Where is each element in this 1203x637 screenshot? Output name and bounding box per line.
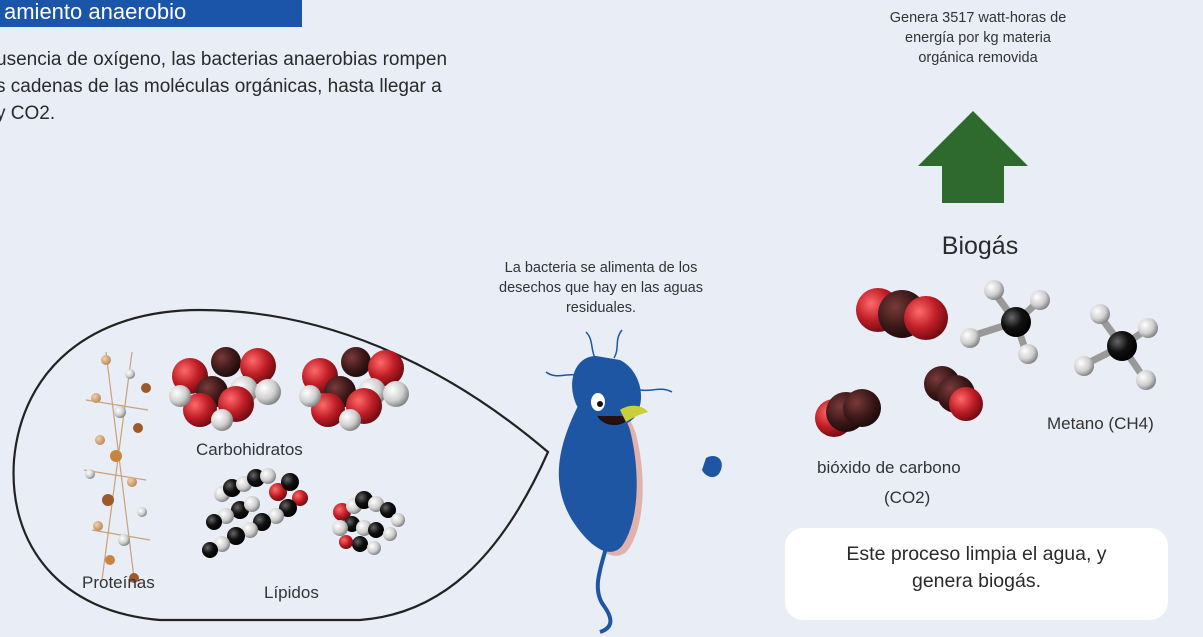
biogas-title: Biogás [941, 232, 1019, 260]
methane-molecule-icon [1074, 304, 1158, 390]
summary-line: Este proceso limpia el agua, y [846, 543, 1107, 565]
carbohydrate-molecule-icon [299, 347, 409, 431]
energy-note-line: Genera 3517 watt-horas de [889, 10, 1067, 26]
methane-label: Metano (CH4) [1047, 414, 1154, 433]
bacteria-note: La bacteria se alimenta de los desechos … [456, 258, 746, 318]
carbohydrates-label: Carbohidratos [196, 440, 303, 459]
bacteria-note-line: desechos que hay en las aguas [499, 280, 703, 296]
intro-line: usencia de oxígeno, las bacterias anaero… [0, 49, 448, 70]
co2-formula-label: (CO2) [884, 488, 931, 507]
intro-line: s cadenas de las moléculas orgánicas, ha… [0, 76, 442, 97]
methane-molecule-icon [960, 280, 1050, 364]
intro-line: y CO2. [0, 103, 56, 124]
energy-note-line: energía por kg materia [905, 30, 1051, 46]
lipids-label: Lípidos [264, 583, 319, 602]
co2-molecule-icon [924, 366, 983, 421]
co2-molecule-icon [856, 288, 948, 340]
waste-bubble [12, 308, 550, 622]
lipid-molecule-icon [202, 468, 308, 558]
co2-label: bióxido de carbono [817, 458, 961, 477]
summary-line: genera biogás. [911, 570, 1042, 592]
protein-molecule-icon [83, 351, 151, 583]
carbohydrate-molecule-icon [169, 347, 281, 431]
bacteria-note-line: residuales. [565, 300, 637, 316]
section-title: amiento anaerobio [0, 0, 302, 27]
proteins-label: Proteínas [82, 573, 155, 592]
energy-note-line: orgánica removida [918, 50, 1038, 66]
lipid-molecule-icon [332, 491, 405, 555]
up-arrow-icon [918, 111, 1028, 203]
energy-note: Genera 3517 watt-horas de energía por kg… [838, 8, 1118, 68]
summary-box: Este proceso limpia el agua, y genera bi… [785, 528, 1168, 620]
bacteria-note-line: La bacteria se alimenta de los [504, 260, 698, 276]
co2-molecule-icon [815, 389, 881, 437]
bacteria-character [545, 329, 722, 634]
intro-paragraph: usencia de oxígeno, las bacterias anaero… [0, 46, 596, 127]
